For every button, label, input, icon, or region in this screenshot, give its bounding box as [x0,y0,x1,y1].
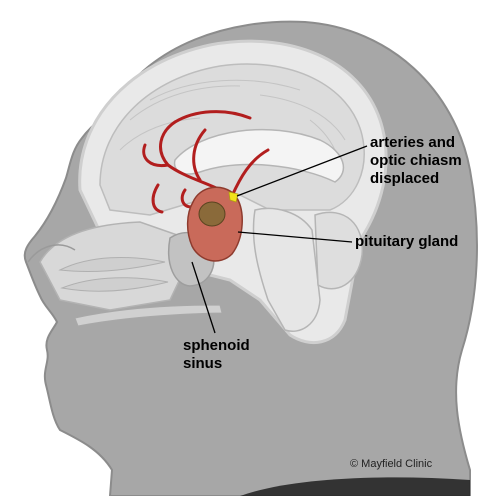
label-sphenoid-line-2: sinus [183,355,250,373]
label-arteries-optic-chiasm: arteries and optic chiasm displaced [370,134,462,188]
label-sphenoid-line-1: sphenoid [183,337,250,355]
tumor-core [199,202,225,226]
copyright-notice: © Mayfield Clinic [350,458,432,470]
optic-chiasm [229,192,238,202]
label-arteries-line-3: displaced [370,170,462,188]
label-arteries-line-2: optic chiasm [370,152,462,170]
label-sphenoid-sinus: sphenoid sinus [183,337,250,373]
label-arteries-line-1: arteries and [370,134,462,152]
label-pituitary-gland: pituitary gland [355,233,458,251]
